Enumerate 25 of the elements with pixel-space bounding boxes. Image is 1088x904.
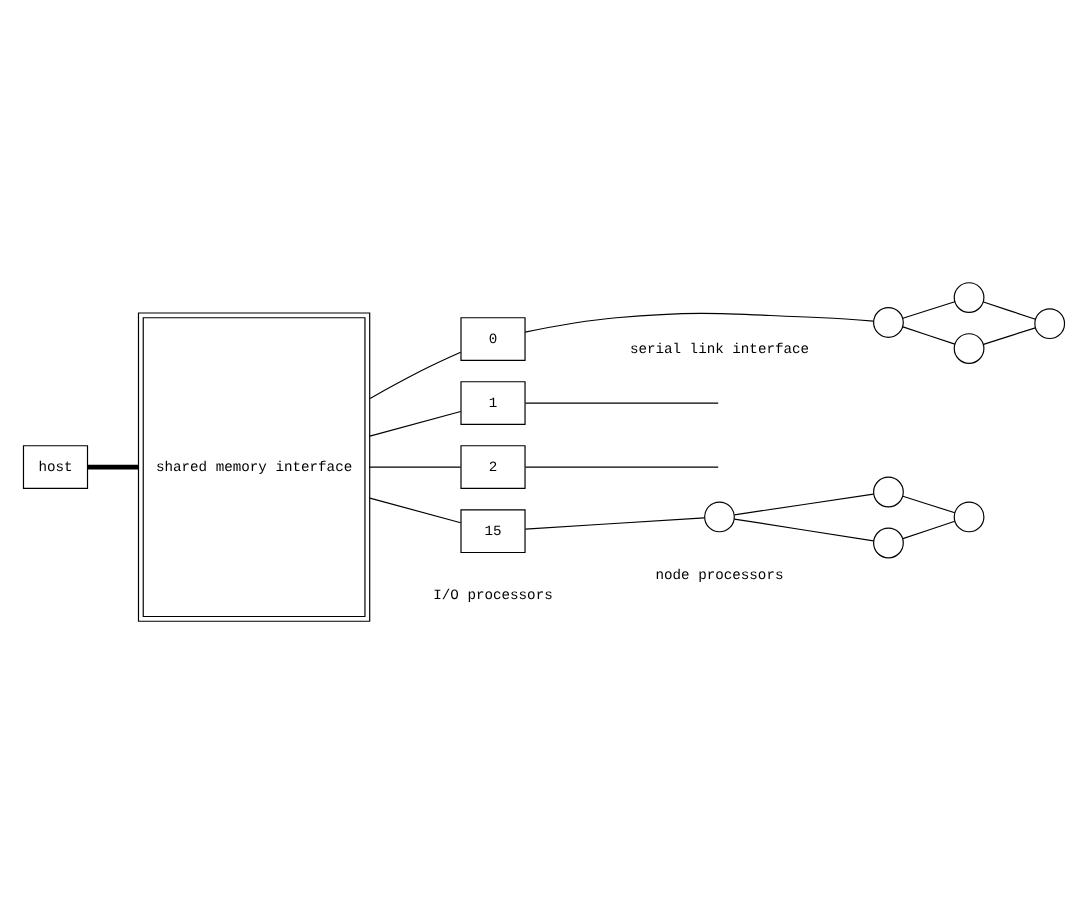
connector <box>524 466 719 468</box>
connector <box>982 301 1037 320</box>
connector <box>733 518 875 542</box>
connector <box>369 466 462 468</box>
node-circle <box>953 501 985 533</box>
connector <box>733 493 875 516</box>
node-circle <box>1034 308 1066 340</box>
connector <box>902 301 956 319</box>
connector <box>902 520 956 540</box>
connector <box>982 327 1037 345</box>
connector <box>902 326 956 345</box>
node-circle <box>873 307 904 338</box>
node-circle <box>953 282 985 313</box>
connector <box>524 517 705 530</box>
connector <box>524 402 719 404</box>
connector <box>369 351 462 399</box>
node-circle <box>953 333 985 364</box>
connector <box>369 497 462 524</box>
connector <box>87 464 139 470</box>
node-circle <box>873 527 904 559</box>
connector <box>369 410 462 437</box>
node-circle <box>704 501 735 533</box>
node-circle <box>873 476 904 508</box>
connector <box>902 495 956 514</box>
connector <box>524 312 874 333</box>
